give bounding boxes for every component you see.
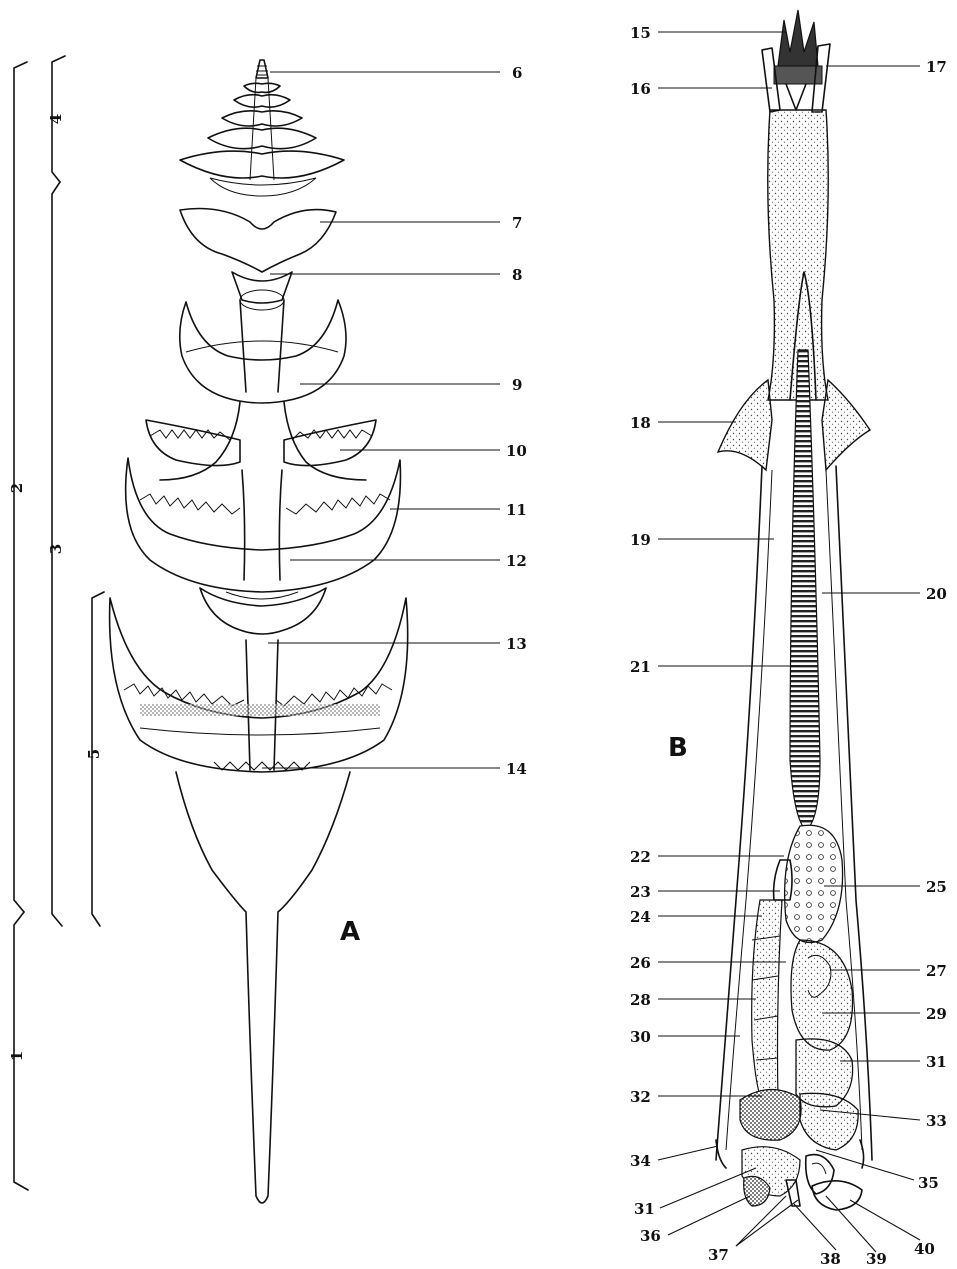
label-21: 21 bbox=[630, 658, 651, 676]
label-31-left: 31 bbox=[634, 1200, 655, 1218]
panel-label-a: A bbox=[340, 917, 360, 947]
label-30: 30 bbox=[630, 1028, 651, 1046]
label-34: 34 bbox=[630, 1152, 651, 1170]
label-19: 19 bbox=[630, 531, 651, 549]
panel-label-b: B bbox=[668, 733, 688, 763]
label-28: 28 bbox=[630, 991, 651, 1009]
label-24: 24 bbox=[630, 908, 651, 926]
label-22: 22 bbox=[630, 848, 651, 866]
label-33: 33 bbox=[926, 1112, 947, 1130]
label-9: 9 bbox=[512, 376, 522, 394]
label-26: 26 bbox=[630, 954, 651, 972]
label-11: 11 bbox=[506, 501, 527, 519]
label-23: 23 bbox=[630, 883, 651, 901]
bracket-label-4: 4 bbox=[47, 114, 65, 124]
label-27: 27 bbox=[926, 962, 947, 980]
label-32: 32 bbox=[630, 1088, 651, 1106]
label-7: 7 bbox=[512, 214, 522, 232]
label-25: 25 bbox=[926, 878, 947, 896]
label-6: 6 bbox=[512, 64, 522, 82]
label-31-right: 31 bbox=[926, 1053, 947, 1071]
label-39: 39 bbox=[866, 1250, 887, 1268]
label-13: 13 bbox=[506, 635, 527, 653]
label-18: 18 bbox=[630, 414, 651, 432]
bracket-label-5: 5 bbox=[85, 749, 103, 759]
bracket-label-2: 2 bbox=[8, 483, 26, 493]
label-40: 40 bbox=[914, 1240, 935, 1258]
bracket-label-3: 3 bbox=[47, 544, 65, 554]
label-38: 38 bbox=[820, 1250, 841, 1268]
figure-a-drawing bbox=[110, 60, 408, 1203]
label-14: 14 bbox=[506, 760, 527, 778]
region-brackets bbox=[14, 56, 104, 1190]
label-36: 36 bbox=[640, 1227, 661, 1245]
label-20: 20 bbox=[926, 585, 947, 603]
label-15: 15 bbox=[630, 24, 651, 42]
bracket-label-1: 1 bbox=[8, 1051, 26, 1061]
label-10: 10 bbox=[506, 442, 527, 460]
label-17: 17 bbox=[926, 58, 947, 76]
label-35: 35 bbox=[918, 1174, 939, 1192]
label-12: 12 bbox=[506, 552, 527, 570]
figure-b-drawing bbox=[716, 10, 872, 1210]
label-8: 8 bbox=[512, 266, 522, 284]
label-29: 29 bbox=[926, 1005, 947, 1023]
label-16: 16 bbox=[630, 80, 651, 98]
label-37: 37 bbox=[708, 1246, 729, 1264]
